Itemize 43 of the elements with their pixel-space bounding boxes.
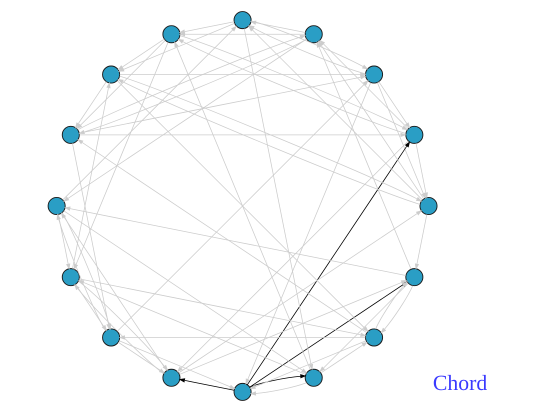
arrow — [243, 28, 313, 370]
arrow — [62, 38, 306, 202]
label: Chord — [432, 371, 487, 396]
arrow — [318, 40, 408, 129]
arrow — [249, 382, 306, 396]
node-circle — [304, 25, 322, 44]
node-circle — [419, 197, 437, 215]
arrow — [178, 21, 234, 34]
node-circle — [364, 66, 383, 84]
arrow — [57, 214, 70, 270]
node-circle — [102, 66, 120, 84]
arrow — [117, 342, 165, 374]
node-circle — [233, 382, 252, 401]
arrow — [118, 335, 366, 340]
arrow — [248, 374, 306, 388]
arrow — [378, 81, 410, 129]
arrow — [320, 342, 368, 374]
arrow — [414, 214, 427, 270]
node-circle — [162, 25, 180, 44]
arrow — [174, 41, 310, 370]
arrow — [64, 206, 406, 276]
node-circle — [162, 368, 180, 387]
node-circle — [404, 268, 423, 286]
arrow — [380, 285, 413, 334]
node-circle — [304, 368, 322, 387]
node-circle — [233, 11, 252, 30]
node-circle — [47, 197, 66, 215]
arrow — [116, 38, 164, 70]
arrow — [78, 132, 406, 138]
arrow — [62, 210, 307, 374]
arrow — [118, 340, 236, 390]
arrow — [178, 378, 234, 391]
node-circle — [61, 126, 80, 144]
node-circle — [102, 328, 120, 346]
arrow — [62, 26, 236, 200]
arrow — [244, 82, 371, 385]
arrow — [248, 340, 366, 390]
arrow — [178, 210, 422, 374]
node-circle — [61, 268, 80, 286]
arrow — [118, 72, 366, 77]
arrow — [318, 283, 408, 372]
node-circle — [404, 126, 423, 144]
node-circle — [364, 328, 383, 346]
